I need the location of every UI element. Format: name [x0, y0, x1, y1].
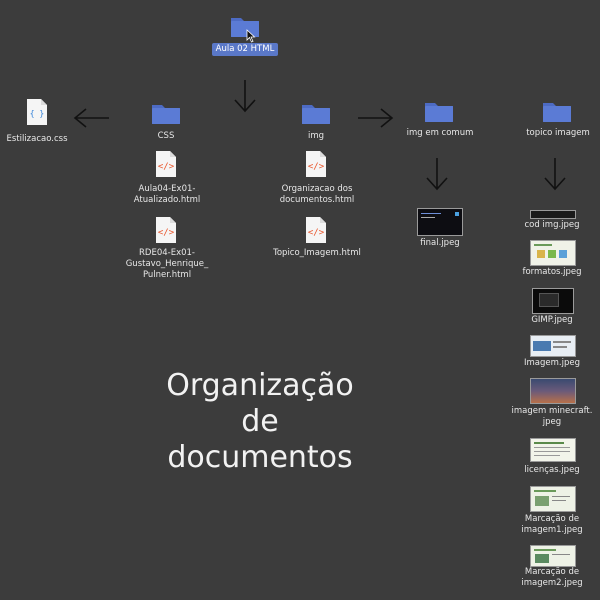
arrow-down-icon [542, 156, 568, 192]
image-label[interactable]: Imagem.jpeg [524, 358, 580, 368]
svg-text:</>: </> [308, 228, 325, 238]
image-thumbnail[interactable] [530, 210, 576, 219]
image-label[interactable]: formatos.jpeg [522, 267, 582, 277]
svg-text:</>: </> [158, 162, 175, 172]
page-title: Organização de documentos [130, 368, 390, 476]
image-thumbnail[interactable] [530, 438, 576, 462]
image-thumbnail[interactable] [530, 545, 576, 567]
arrow-down-icon [232, 78, 258, 114]
arrow-left-icon [72, 106, 112, 130]
svg-text:</>: </> [158, 228, 175, 238]
folder-icon[interactable] [151, 101, 181, 125]
folder-icon[interactable] [542, 99, 572, 123]
folder-icon[interactable] [230, 14, 260, 38]
html-file-icon[interactable]: </> [155, 150, 177, 180]
html-file-icon[interactable]: </> [305, 150, 327, 180]
folder-label-css[interactable]: CSS [157, 131, 175, 141]
image-label[interactable]: GIMP.jpeg [531, 315, 573, 325]
image-thumbnail[interactable] [530, 335, 576, 357]
image-thumbnail[interactable] [530, 378, 576, 404]
svg-text:</>: </> [308, 162, 325, 172]
folder-label-img[interactable]: img [307, 131, 325, 141]
image-thumbnail[interactable] [530, 240, 576, 266]
arrow-down-icon [424, 156, 450, 192]
title-line: Organização [166, 368, 354, 403]
file-label-final[interactable]: final.jpeg [420, 238, 460, 248]
image-thumbnail[interactable] [417, 208, 463, 236]
folder-icon[interactable] [301, 101, 331, 125]
image-label[interactable]: imagem minecraft. jpeg [511, 406, 593, 427]
folder-label-img-em-comum[interactable]: img em comum [406, 128, 474, 138]
folder-label-aula02[interactable]: Aula 02 HTML [212, 43, 278, 56]
image-label[interactable]: Marcação de imagem2.jpeg [521, 567, 583, 588]
mouse-pointer-icon [246, 28, 256, 47]
folder-label-topico-imagem[interactable]: topico imagem [526, 128, 590, 138]
image-thumbnail[interactable] [530, 486, 576, 512]
html-file-icon[interactable]: </> [155, 216, 177, 246]
image-thumbnail[interactable] [532, 288, 574, 314]
file-label-estilizacao[interactable]: Estilizacao.css [6, 134, 68, 144]
image-label[interactable]: Marcação de imagem1.jpeg [521, 514, 583, 535]
css-file-icon[interactable]: { } [26, 98, 48, 128]
image-label[interactable]: licenças.jpeg [524, 465, 580, 475]
html-file-icon[interactable]: </> [305, 216, 327, 246]
image-label[interactable]: cod img.jpeg [524, 220, 580, 230]
svg-text:{ }: { } [30, 109, 44, 118]
file-label-organizacao[interactable]: Organizacao dos documentos.html [279, 184, 355, 205]
folder-icon[interactable] [424, 99, 454, 123]
title-line: de [241, 404, 279, 439]
file-label-aula04[interactable]: Aula04-Ex01- Atualizado.html [133, 184, 201, 205]
file-label-rde04[interactable]: RDE04-Ex01- Gustavo_Henrique_ Pulner.htm… [125, 248, 209, 280]
file-label-topico-imagem[interactable]: Topico_Imagem.html [273, 248, 361, 258]
title-line: documentos [167, 440, 353, 475]
arrow-right-icon [355, 106, 395, 130]
